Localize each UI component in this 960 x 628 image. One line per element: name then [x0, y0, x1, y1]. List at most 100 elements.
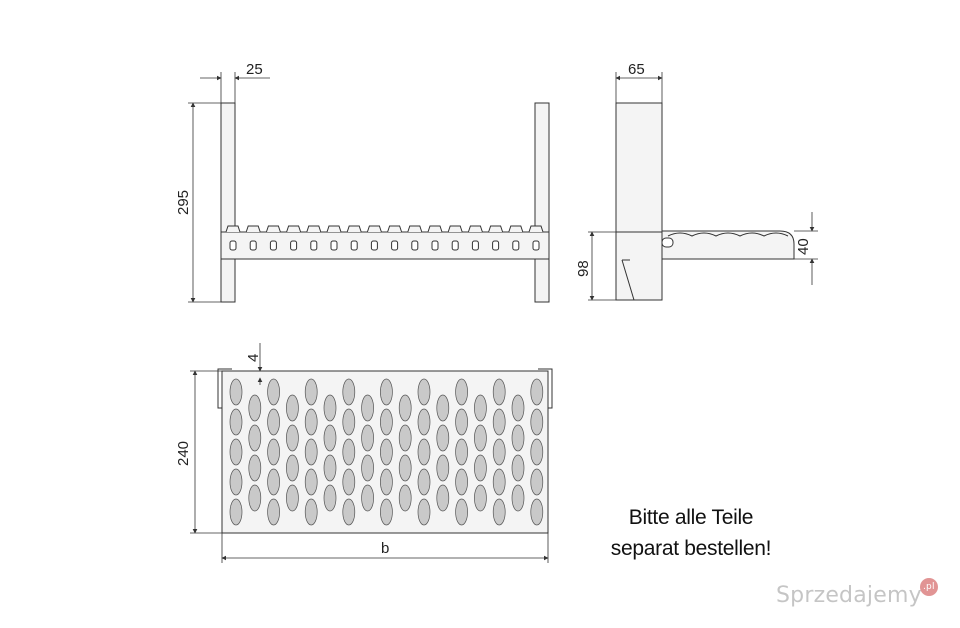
dim-height: 295 [175, 190, 192, 215]
step-tooth [528, 225, 544, 233]
top-dimensions [190, 343, 549, 563]
tread-hole [511, 484, 525, 512]
tread-hole [530, 378, 544, 406]
left-hook [217, 368, 232, 409]
right-hook [538, 368, 553, 409]
tread-hole [323, 394, 337, 422]
step-tooth [366, 225, 382, 233]
step-hole [330, 240, 338, 251]
tread-hole [417, 498, 431, 526]
step-hole [249, 240, 257, 251]
watermark-text: Sprzedajemy [776, 583, 922, 608]
tread-hole [455, 408, 468, 436]
step-hole [310, 240, 318, 251]
tread-hole [323, 424, 337, 452]
step-hole [391, 240, 399, 251]
tread-hole [323, 454, 337, 482]
step-tooth [447, 225, 463, 233]
step-hole [370, 240, 378, 251]
front-step-teeth [225, 225, 544, 233]
tread-hole [361, 484, 374, 512]
tread-hole [380, 468, 393, 496]
tread-hole [323, 484, 337, 512]
tread-hole [455, 468, 468, 496]
tread-hole [530, 438, 544, 466]
step-tooth [306, 225, 322, 233]
tread-hole [229, 378, 243, 406]
side-bracket [616, 231, 662, 301]
tread-hole [398, 454, 412, 482]
step-hole [229, 240, 237, 251]
order-note: Bitte alle Teile separat bestellen! [560, 502, 822, 564]
tread-hole [455, 498, 468, 526]
step-tooth [467, 225, 483, 233]
tread-holes [229, 378, 544, 526]
tread-hole [342, 498, 356, 526]
tread-hole [455, 438, 468, 466]
watermark-logo: Sprzedajemy.pl [776, 578, 940, 608]
step-tooth [265, 225, 281, 233]
tread-hole [304, 468, 318, 496]
tread-hole [492, 378, 506, 406]
tread-hole [530, 408, 544, 436]
step-hole [269, 240, 277, 251]
tread-hole [474, 484, 487, 512]
dim-edge-offset: 4 [245, 354, 262, 362]
step-hole [431, 240, 439, 251]
dim-tread-width: b [381, 540, 389, 557]
step-hole [512, 240, 520, 251]
tread-hole [304, 498, 318, 526]
tread-hole [436, 484, 450, 512]
tread-hole [304, 408, 318, 436]
step-tooth [245, 225, 261, 233]
step-hole [492, 240, 500, 251]
tread-hole [530, 498, 544, 526]
tread-hole [436, 394, 450, 422]
tread-hole [361, 394, 374, 422]
order-note-line-2: separat bestellen! [610, 537, 772, 560]
tread-hole [286, 454, 299, 482]
tread-hole [380, 438, 393, 466]
tread-hole [248, 454, 262, 482]
step-tooth [488, 225, 504, 233]
tread-hole [229, 498, 243, 526]
tread-hole [474, 394, 487, 422]
tread-hole [267, 468, 280, 496]
tread-hole [248, 484, 262, 512]
step-hole [451, 240, 459, 251]
tread-hole [398, 394, 412, 422]
dim-side-depth: 65 [628, 61, 645, 78]
step-hole [411, 240, 419, 251]
watermark-badge: .pl [919, 578, 938, 596]
tread-hole [530, 468, 544, 496]
side-dimensions [588, 72, 818, 301]
dim-step-thickness: 40 [795, 238, 812, 255]
step-hole [350, 240, 358, 251]
tread-hole [511, 424, 525, 452]
step-tooth [326, 225, 342, 233]
dim-tread-depth: 240 [175, 441, 192, 466]
step-hole [290, 240, 298, 251]
dim-step-height: 98 [575, 260, 592, 277]
tread-hole [474, 424, 487, 452]
tread-hole [342, 408, 356, 436]
tread-hole [304, 378, 318, 406]
tread-hole [304, 438, 318, 466]
tread-hole [229, 468, 243, 496]
step-tooth [387, 225, 403, 233]
tread-hole [455, 378, 468, 406]
tread-hole [380, 378, 393, 406]
tread-hole [286, 484, 299, 512]
top-view [217, 368, 553, 534]
order-note-line-1: Bitte alle Teile [628, 506, 754, 529]
front-step-holes [229, 240, 540, 251]
tread-hole [267, 378, 280, 406]
step-tooth [225, 225, 241, 233]
front-view [220, 102, 550, 303]
tread-hole [380, 498, 393, 526]
tread-hole [492, 498, 506, 526]
tread-hole [417, 378, 431, 406]
tread-hole [267, 498, 280, 526]
step-tooth [407, 225, 423, 233]
step-tooth [346, 225, 362, 233]
